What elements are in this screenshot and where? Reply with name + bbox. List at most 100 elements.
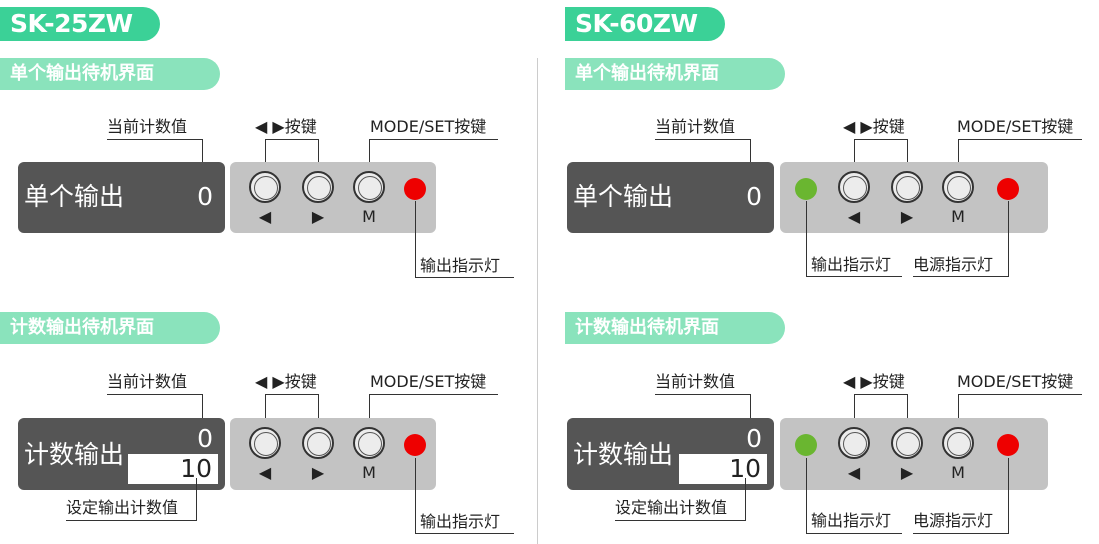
mode-button[interactable] [353,427,385,459]
current-count-label: 当前计数值 [107,117,188,136]
model-tag-sk60zw: SK-60ZW [565,7,725,41]
leader-line [615,520,746,521]
mode-set-label: MODE/SET按键 [370,117,487,136]
leader-line [265,139,318,140]
leader-line [907,139,908,170]
arrow-keys-label: ◀ ▶按键 [255,372,317,391]
output-indicator-led [404,178,426,200]
leader-line [415,201,416,277]
leader-line [854,394,855,424]
leader-line [107,394,203,395]
power-indicator-led [997,178,1019,200]
leader-line [66,520,197,521]
arrow-keys-label: ◀ ▶按键 [843,117,905,136]
current-count-label: 当前计数值 [655,117,736,136]
mode-button[interactable] [353,171,385,203]
left-arrow-icon: ◀ [258,207,272,226]
leader-line [369,139,498,140]
left-arrow-icon: ◀ [258,463,272,482]
left-arrow-icon: ◀ [847,463,861,482]
button-panel: ◀ ▶ M [230,162,436,233]
set-count-label: 设定输出计数值 [66,498,179,517]
set-count-value: 10 [679,454,767,484]
leader-line [415,277,514,278]
output-led-label: 输出指示灯 [811,511,892,530]
leader-line [196,478,197,520]
leader-line [806,533,902,534]
leader-line [318,139,319,170]
lcd-display: 单个输出 0 [18,162,225,233]
left-arrow-button[interactable] [838,171,870,203]
leader-line [913,276,1009,277]
left-arrow-button[interactable] [249,171,281,203]
leader-line [958,139,959,170]
set-count-label: 设定输出计数值 [615,498,728,517]
mode-set-label: MODE/SET按键 [370,372,487,391]
right-arrow-button[interactable] [302,427,334,459]
display-title: 单个输出 [24,182,125,211]
leader-line [1008,201,1009,276]
mode-button[interactable] [942,427,974,459]
leader-line [369,394,498,395]
leader-line [318,394,319,424]
output-indicator-led [795,178,817,200]
section-single-output-right: 单个输出待机界面 [565,58,785,90]
leader-line [913,533,1009,534]
current-count-value: 0 [746,182,762,211]
power-led-label: 电源指示灯 [913,255,994,274]
leader-line [369,139,370,170]
right-arrow-icon: ▶ [900,463,914,482]
leader-line [958,394,959,424]
lcd-display: 计数输出 0 10 [567,418,774,490]
mode-button-label: M [362,463,376,482]
mode-button[interactable] [942,171,974,203]
output-indicator-led [795,434,817,456]
leader-line [907,394,908,424]
button-panel: ◀ ▶ M [780,162,1048,233]
right-arrow-icon: ▶ [900,207,914,226]
current-count-value: 0 [197,424,213,453]
leader-line [958,394,1082,395]
mode-set-label: MODE/SET按键 [957,117,1074,136]
power-indicator-led [997,434,1019,456]
mode-button-label: M [951,463,965,482]
leader-line [202,394,203,424]
display-title: 计数输出 [24,440,125,469]
leader-line [854,139,907,140]
right-arrow-button[interactable] [302,171,334,203]
display-title: 单个输出 [573,182,674,211]
left-arrow-button[interactable] [249,427,281,459]
display-title: 计数输出 [573,440,674,469]
leader-line [745,478,746,520]
output-led-label: 输出指示灯 [420,512,501,531]
button-panel: ◀ ▶ M [780,418,1048,490]
right-arrow-button[interactable] [891,171,923,203]
column-divider [537,58,538,544]
leader-line [369,394,370,424]
section-count-output-left: 计数输出待机界面 [0,312,220,344]
button-panel: ◀ ▶ M [230,418,436,490]
leader-line [202,139,203,181]
left-arrow-icon: ◀ [847,207,861,226]
model-tag-sk25zw: SK-25ZW [0,7,160,41]
leader-line [854,394,907,395]
right-arrow-button[interactable] [891,427,923,459]
section-single-output-left: 单个输出待机界面 [0,58,220,90]
leader-line [854,139,855,170]
lcd-display: 单个输出 0 [567,162,774,233]
current-count-value: 0 [197,182,213,211]
leader-line [958,139,1082,140]
current-count-label: 当前计数值 [655,372,736,391]
right-arrow-icon: ▶ [311,207,325,226]
lcd-display: 计数输出 0 10 [18,418,225,490]
mode-button-label: M [362,207,376,226]
output-led-label: 输出指示灯 [420,256,501,275]
arrow-keys-label: ◀ ▶按键 [843,372,905,391]
left-arrow-button[interactable] [838,427,870,459]
current-count-label: 当前计数值 [107,372,188,391]
leader-line [750,394,751,424]
mode-button-label: M [951,207,965,226]
arrow-keys-label: ◀ ▶按键 [255,117,317,136]
leader-line [1008,458,1009,533]
mode-set-label: MODE/SET按键 [957,372,1074,391]
